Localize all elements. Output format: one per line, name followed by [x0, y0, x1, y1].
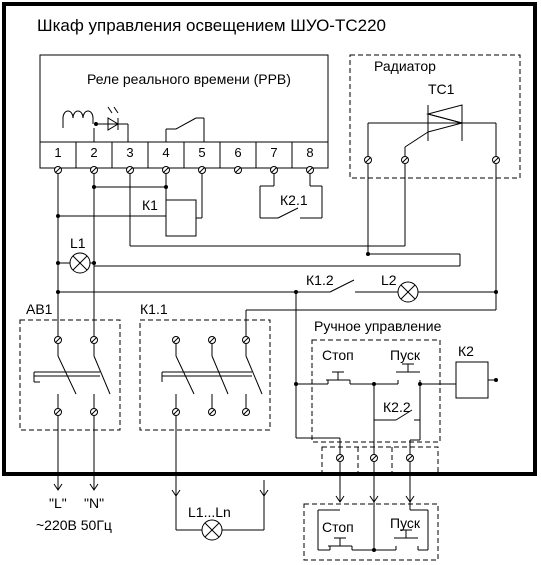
relay-terminal-8: 8 [306, 145, 313, 160]
k1-coil-label: К1 [142, 197, 158, 213]
radiator: Радиатор ТС1 [349, 54, 521, 179]
ab1-breaker: АВ1 [19, 301, 121, 431]
radiator-label: Радиатор [374, 58, 436, 74]
remote-start-label: Пуск [390, 515, 421, 531]
relay-terminal-5: 5 [198, 145, 205, 160]
remote-stop-label: Стоп [322, 519, 354, 535]
k11-label: К1.1 [140, 301, 168, 317]
relay-terminal-4: 4 [162, 145, 169, 160]
k2-coil-label: К2 [458, 343, 474, 359]
triac-label: ТС1 [428, 81, 455, 97]
relay-terminal-1: 1 [54, 145, 61, 160]
remote-control: Стоп Пуск [303, 502, 439, 561]
manual-control: Ручное управление Стоп Пуск К2.2 [294, 318, 456, 443]
manual-start-label: Пуск [390, 347, 421, 363]
relay-terminal-2: 2 [90, 145, 97, 160]
terminal-block [321, 446, 439, 474]
supply-neutral-label: "N" [84, 495, 104, 511]
load-label: L1...Ln [188, 504, 231, 520]
relay-terminal-6: 6 [234, 145, 241, 160]
relay-terminal-3: 3 [126, 145, 133, 160]
l1-lamp-label: L1 [70, 235, 86, 251]
relay-label: Реле реального времени (РРВ) [87, 71, 291, 87]
time-relay: Реле реального времени (РРВ) 1 2 3 4 5 6… [39, 54, 329, 169]
page-title: Шкаф управления освещением ШУО-ТС220 [37, 16, 386, 35]
k11-contactor: К1.1 [139, 301, 271, 431]
manual-label: Ручное управление [314, 318, 442, 334]
k12-contact-label: К1.2 [306, 272, 334, 288]
k2-coil [455, 361, 489, 399]
manual-stop-label: Стоп [322, 347, 354, 363]
supply-phase-label: "L" [49, 495, 67, 511]
cabinet-outline [2, 2, 537, 476]
k22-contact-label: К2.2 [383, 399, 411, 415]
ab1-label: АВ1 [26, 301, 53, 317]
supply-voltage-label: ~220В 50Гц [36, 517, 112, 533]
relay-terminal-7: 7 [270, 145, 277, 160]
l2-lamp-label: L2 [381, 272, 397, 288]
k21-contact-label: К2.1 [280, 192, 308, 208]
